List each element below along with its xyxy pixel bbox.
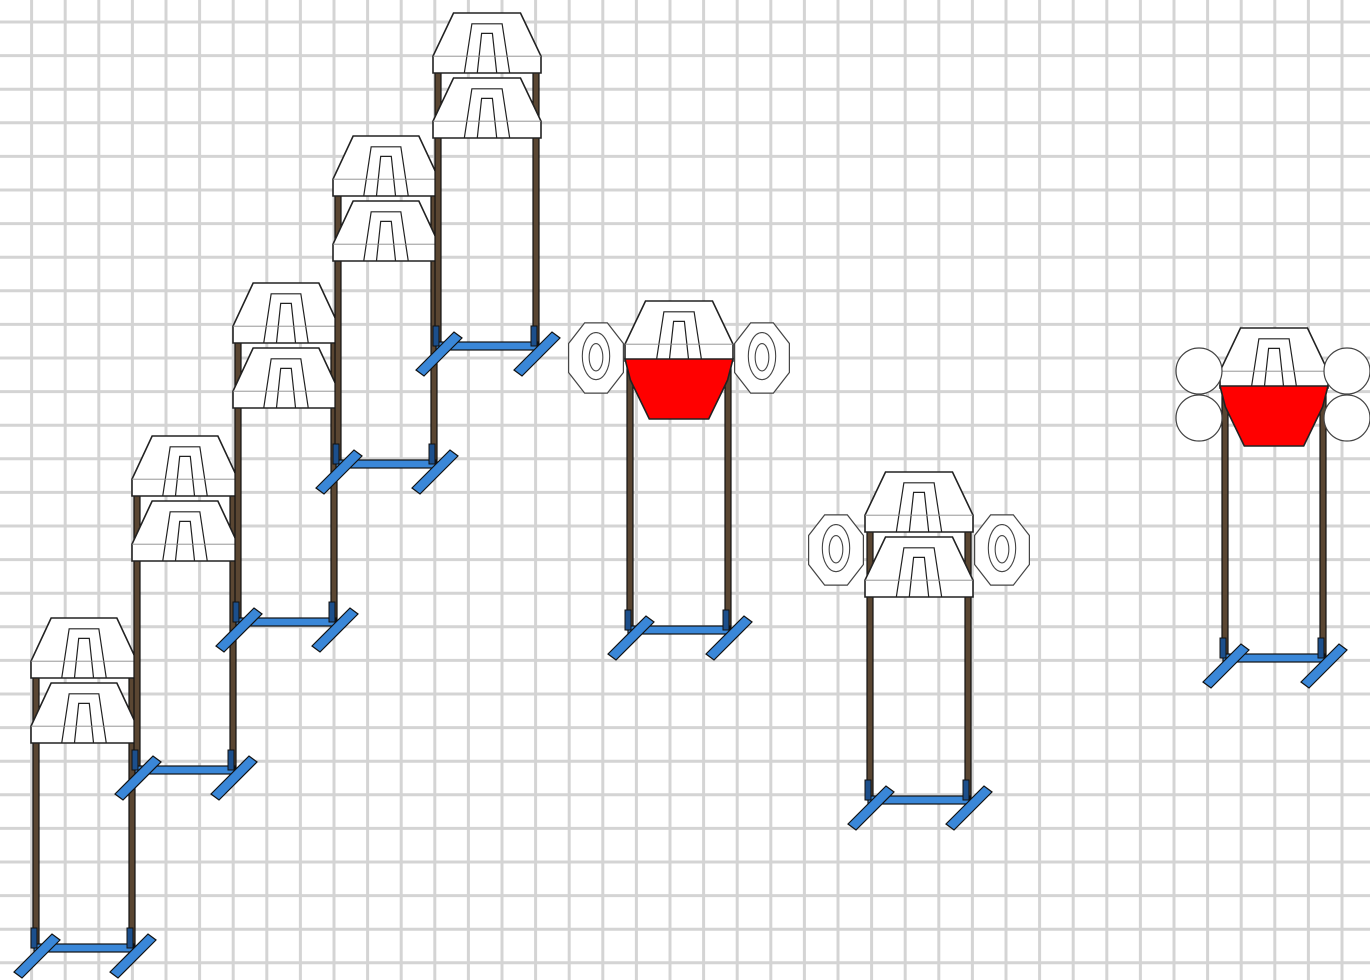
stand-post — [867, 512, 873, 800]
paper-target — [333, 201, 439, 261]
stand-base-bracket — [429, 444, 435, 464]
octagon-steel-right — [975, 515, 1030, 585]
stand-base-bracket — [127, 928, 133, 948]
paper-target — [233, 348, 339, 408]
octagon-steel-left — [569, 323, 624, 393]
paper-target — [625, 301, 733, 361]
round-steel-plate — [1324, 395, 1370, 441]
stand-base-bracket — [1220, 638, 1226, 658]
paper-target — [31, 618, 137, 678]
paper-target — [333, 136, 439, 196]
stand-base-bracket — [233, 602, 239, 622]
paper-target — [132, 501, 238, 561]
paper-target — [233, 283, 339, 343]
stand-base-bracket — [433, 326, 439, 346]
octagon-steel-left — [809, 515, 864, 585]
stand-post — [435, 53, 441, 346]
paper-target — [433, 78, 541, 138]
paper-target — [865, 472, 973, 532]
paper-target — [31, 683, 137, 743]
stand-post — [134, 476, 140, 770]
stand-base-bracket — [1318, 638, 1324, 658]
octagon-steel-right — [735, 323, 790, 393]
round-steel-plate — [1176, 348, 1222, 394]
round-steel-plate — [1324, 348, 1370, 394]
stand-base-bracket — [31, 928, 37, 948]
stand-base-bracket — [865, 780, 871, 800]
stand-base-bracket — [333, 444, 339, 464]
stand-post — [965, 512, 971, 800]
stand-base-bracket — [963, 780, 969, 800]
paper-target — [865, 537, 973, 597]
stand-base-bracket — [329, 602, 335, 622]
stand-post — [335, 176, 341, 464]
stand-base-bracket — [132, 750, 138, 770]
paper-target — [1220, 328, 1328, 388]
paper-target — [132, 436, 238, 496]
stand-base-bracket — [228, 750, 234, 770]
stand-post — [533, 53, 539, 346]
paper-target — [433, 13, 541, 73]
stand-base-bracket — [625, 610, 631, 630]
stand-base-bracket — [723, 610, 729, 630]
round-steel-plate — [1176, 395, 1222, 441]
stand-post — [235, 323, 241, 622]
stand-post — [33, 658, 39, 948]
stand-base-bracket — [531, 326, 537, 346]
